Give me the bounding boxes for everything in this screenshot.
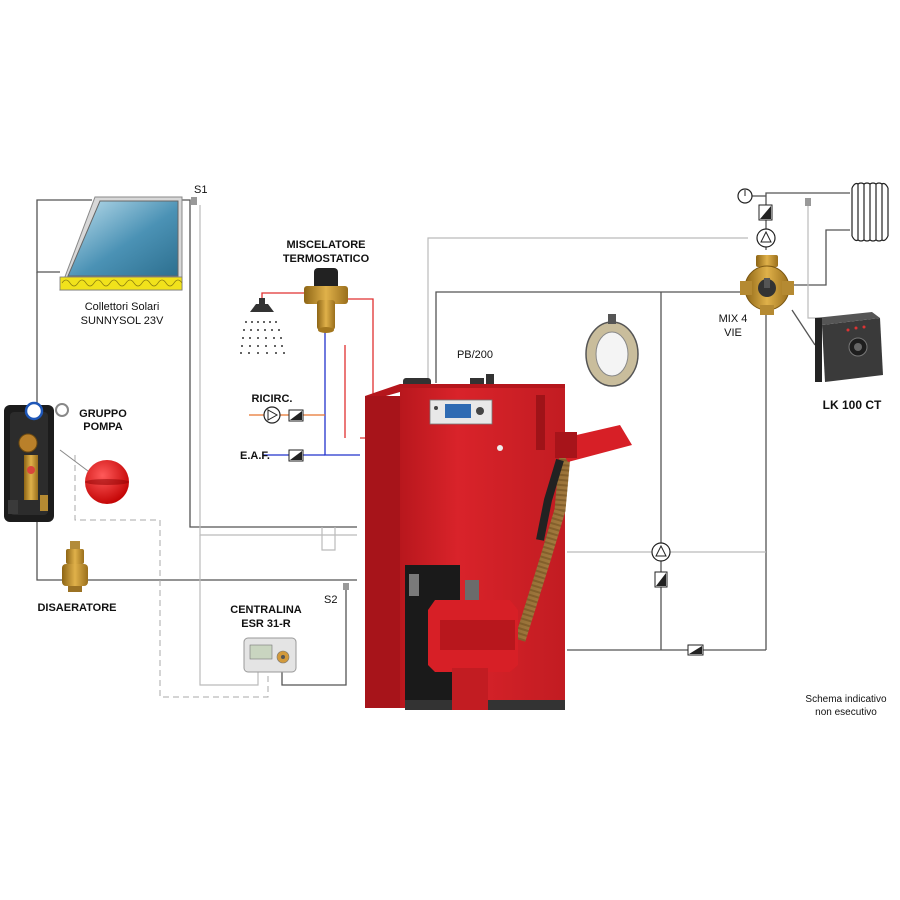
mix-label-2: VIE [724,327,742,339]
loop-check-valve-icon [654,571,668,588]
s1-label: S1 [194,184,207,196]
disaeratore-pipe [36,520,357,581]
eaf-label: E.A.F. [240,450,270,462]
mix-label-1: MIX 4 [719,313,748,325]
solar-collector [59,196,197,291]
ricirc-check-valve-icon [288,409,304,422]
lk-label: LK 100 CT [823,398,882,412]
pb200-label: PB/200 [457,349,493,361]
solar-flow-pipe [180,199,357,528]
pellet-burner [428,425,632,710]
miscelatore-label-1: MISCELATORE [286,239,365,251]
s2-label: S2 [324,594,337,606]
pump-group [4,401,69,522]
shower-hot-pipe [261,292,304,300]
return-check-valve-icon [687,644,704,656]
thermometer-icon [737,188,753,204]
solar-return-pipe [36,199,92,273]
note-label-1: Schema indicativo [805,694,887,705]
boiler-flow-pipe [435,291,740,383]
disaeratore-device [62,541,88,592]
boiler-upper-pipe [427,237,748,383]
radiator-icon [851,182,889,242]
siphon-pipe [321,527,336,551]
ricirc-pump-icon [263,406,281,424]
mix-4-way-valve [740,255,794,315]
expansion-tank [85,460,129,504]
collettori-label-2: SUNNYSOL 23V [81,315,164,327]
radiator-return-pipe [792,229,850,286]
shower-head-icon [240,298,285,354]
ricirc-label: RICIRC. [252,393,293,405]
note-label-2: non esecutivo [815,707,877,718]
centralina-label-1: CENTRALINA [230,604,302,616]
actuator-sensor-line [807,205,826,319]
centralina-line-left [199,535,259,686]
radiator-pump-icon [756,228,776,248]
ring-device [585,314,639,387]
dashed-control-line [74,455,269,698]
eaf-check-valve-icon [288,449,304,462]
radiator-check-valve-icon [758,204,773,221]
loop-pump-icon [651,542,671,562]
thermostatic-mixer [304,268,348,333]
lk100-actuator [815,312,883,382]
miscelatore-label-2: TERMOSTATICO [283,253,370,265]
miscelatore-cold-pipe [324,330,360,456]
centralina-device [243,637,297,673]
actuator-link [791,309,816,346]
disaeratore-label: DISAERATORE [37,602,116,614]
gruppo-label-2: POMPA [83,421,123,433]
centralina-label-2: ESR 31-R [241,618,291,630]
s2-sensor-line [281,585,347,686]
collettori-label-1: Collettori Solari [85,301,160,313]
pipe-network [36,192,850,686]
gruppo-label-1: GRUPPO [79,408,127,420]
